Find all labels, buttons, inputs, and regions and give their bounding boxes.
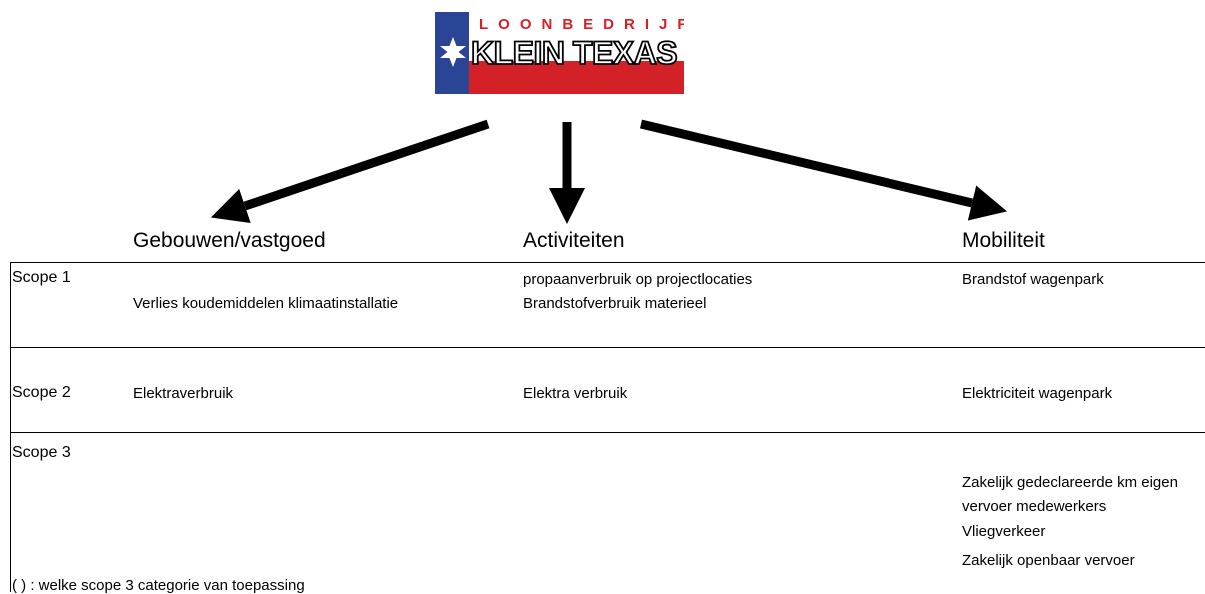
footnote: ( ) : welke scope 3 categorie van toepas… — [12, 577, 305, 594]
scope-3-label: Scope 3 — [12, 444, 71, 461]
scope-2-gebouwen-item: Elektraverbruik — [133, 385, 234, 402]
scope-3-mobiliteit-item: Zakelijk gedeclareerde km eigen — [962, 474, 1178, 491]
scope-3-mobiliteit-item: vervoer medewerkers — [962, 498, 1107, 515]
row-divider-2 — [10, 432, 1205, 433]
scope-1-activiteiten-item: propaanverbruik op projectlocaties — [523, 271, 753, 288]
scope-1-gebouwen-item: Verlies koudemiddelen klimaatinstallatie — [133, 295, 399, 312]
klein-texas-logo: LOONBEDRIJF KLEIN TEXAS — [435, 12, 684, 94]
logo-line-2: KLEIN TEXAS — [470, 35, 678, 71]
scope-1-mobiliteit-item: Brandstof wagenpark — [962, 271, 1104, 288]
scope-3-mobiliteit-item: Vliegverkeer — [962, 523, 1046, 540]
column-title-gebouwen: Gebouwen/vastgoed — [133, 229, 326, 252]
star-icon — [440, 37, 466, 67]
row-divider-top — [10, 262, 1205, 263]
logo-line-1: LOONBEDRIJF — [479, 16, 684, 33]
column-title-mobiliteit: Mobiliteit — [962, 229, 1045, 252]
scope-3-mobiliteit-item: Zakelijk openbaar vervoer — [962, 552, 1135, 569]
scope-1-activiteiten-item: Brandstofverbruik materieel — [523, 295, 707, 312]
scope-2-activiteiten-item: Elektra verbruik — [523, 385, 628, 402]
arrows — [210, 119, 1008, 224]
logo-red-band — [469, 61, 684, 94]
scope-2-mobiliteit-item: Elektriciteit wagenpark — [962, 385, 1113, 402]
arrow-right — [639, 119, 1008, 221]
row-divider-1 — [10, 347, 1205, 348]
scope-1-label: Scope 1 — [12, 269, 71, 286]
column-title-activiteiten: Activiteiten — [523, 229, 625, 252]
arrow-left — [210, 119, 490, 224]
table-left-border — [10, 262, 11, 592]
scope-2-label: Scope 2 — [12, 384, 71, 401]
